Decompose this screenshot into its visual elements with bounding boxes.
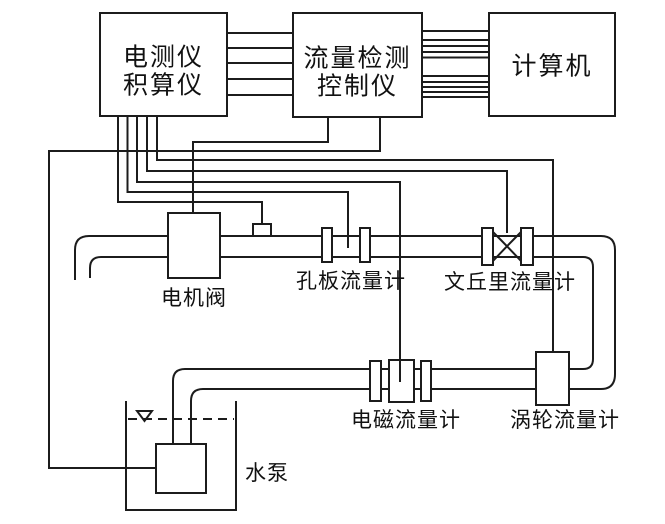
pump-body — [155, 443, 207, 494]
electrical-meter-label-line2: 积算仪 — [123, 71, 204, 100]
motor-valve-symbol — [167, 212, 221, 279]
water-tank — [125, 401, 237, 511]
orifice-flowmeter-label: 孔板流量计 — [296, 269, 406, 293]
wire-meter-to-turbine — [156, 116, 554, 352]
wire-meter-to-orifice — [126, 116, 349, 248]
flow-controller-label-line2: 控制仪 — [317, 72, 398, 101]
computer-label: 计算机 — [511, 52, 592, 81]
signal-bus-controller-to-computer-upper — [422, 30, 489, 59]
flow-controller-box — [292, 12, 423, 118]
wire-meter-to-em-flowmeter — [136, 116, 401, 382]
electrical-meter-label-line1: 电测仪 — [123, 43, 204, 72]
turbine-flowmeter-body — [535, 351, 570, 406]
electrical-meter-box — [99, 12, 228, 117]
venturi-flange-left — [481, 227, 494, 266]
water-pump-label: 水泵 — [245, 461, 289, 485]
em-flowmeter-flange-left — [369, 360, 382, 402]
em-flowmeter-label: 电磁流量计 — [351, 408, 461, 432]
computer-box — [488, 12, 616, 117]
pipe-sensor-tap — [252, 223, 272, 236]
orifice-flange-left — [321, 227, 333, 263]
venturi-flowmeter-label: 文丘里流量计 — [444, 270, 576, 294]
wire-controller-to-valve — [192, 117, 329, 213]
em-flowmeter-flange-right — [420, 360, 432, 402]
wire-meter-to-sensor-tap — [117, 116, 263, 224]
flow-controller-label-line1: 流量检测 — [303, 44, 411, 73]
pipe-inner-line — [89, 256, 594, 444]
venturi-flange-right — [520, 227, 534, 266]
turbine-flowmeter-label: 涡轮流量计 — [510, 408, 620, 432]
wire-meter-to-venturi — [146, 116, 508, 233]
signal-bus-controller-to-computer-lower — [422, 75, 489, 98]
venturi-throat-curve-2 — [492, 231, 522, 262]
em-flowmeter-body — [388, 359, 415, 403]
water-level-symbol — [135, 410, 154, 423]
orifice-flange-right — [359, 227, 371, 263]
signal-bus-meter-to-controller — [227, 32, 293, 96]
motor-valve-label: 电机阀 — [161, 286, 227, 310]
pipe-outer-line — [74, 235, 616, 444]
wire-controller-to-pump — [48, 117, 381, 469]
